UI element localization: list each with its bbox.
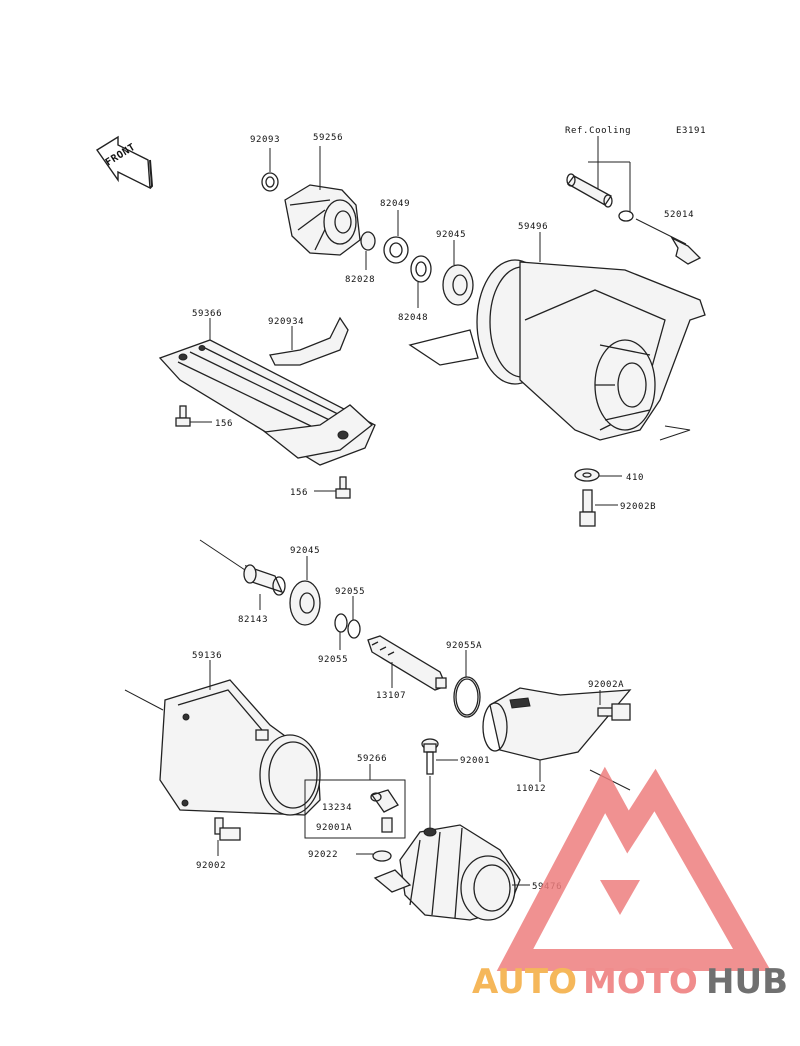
diagram-code: E3191 <box>676 126 706 136</box>
label-52014: 52014 <box>664 210 694 220</box>
label-92002: 92002 <box>196 861 226 871</box>
label-59266: 59266 <box>357 754 387 764</box>
bolt-92001 <box>421 738 458 828</box>
housing-59136 <box>124 660 321 816</box>
label-92045-top: 92045 <box>436 230 466 240</box>
nozzle-11012 <box>482 687 632 791</box>
label-156-left: 156 <box>215 419 233 429</box>
watermark-moto: MOTO <box>583 962 698 1002</box>
label-82143: 82143 <box>238 615 268 625</box>
automotohub-logo-icon <box>496 766 771 971</box>
bolt-92002b <box>579 489 618 527</box>
label-92045-mid: 92045 <box>290 546 320 556</box>
pump-cover-plate <box>158 316 376 466</box>
pump-housing <box>408 232 706 441</box>
label-82048: 82048 <box>398 313 428 323</box>
label-92001A: 92001A <box>316 823 352 833</box>
bolt-156-left <box>175 405 212 427</box>
label-92002A: 92002A <box>588 680 624 690</box>
label-82049: 82049 <box>380 199 410 209</box>
label-410: 410 <box>626 473 644 483</box>
watermark-auto: AUTO <box>472 962 577 1002</box>
label-92022: 92022 <box>308 850 338 860</box>
label-92055-upper: 92055 <box>335 587 365 597</box>
label-59256: 59256 <box>313 133 343 143</box>
shaft-group <box>199 539 481 718</box>
washer-410 <box>574 468 622 482</box>
label-59136: 59136 <box>192 651 222 661</box>
front-arrow-icon: FRONT <box>96 135 154 190</box>
label-59496: 59496 <box>518 222 548 232</box>
label-11012: 11012 <box>516 784 546 794</box>
steering-nozzle-59476 <box>373 824 530 921</box>
label-92002b: 92002B <box>620 502 656 512</box>
label-82028: 82028 <box>345 275 375 285</box>
label-59366: 59366 <box>192 309 222 319</box>
label-92055A: 92055A <box>446 641 482 651</box>
label-13107: 13107 <box>376 691 406 701</box>
impeller-group <box>261 146 474 308</box>
bolt-156-bottom <box>314 476 351 499</box>
label-156-bottom: 156 <box>290 488 308 498</box>
cooling-hose <box>566 173 702 265</box>
bolt-92002 <box>214 817 241 856</box>
watermark-hub: HUB <box>706 962 788 1002</box>
label-92055-lower: 92055 <box>318 655 348 665</box>
label-92093: 92093 <box>250 135 280 145</box>
label-920934: 920934 <box>268 317 304 327</box>
label-13234: 13234 <box>322 803 352 813</box>
label-92001: 92001 <box>460 756 490 766</box>
bracket-59266 <box>304 764 406 862</box>
bolt-92002a <box>597 690 631 721</box>
ref-cooling-note: Ref.Cooling <box>565 126 631 136</box>
